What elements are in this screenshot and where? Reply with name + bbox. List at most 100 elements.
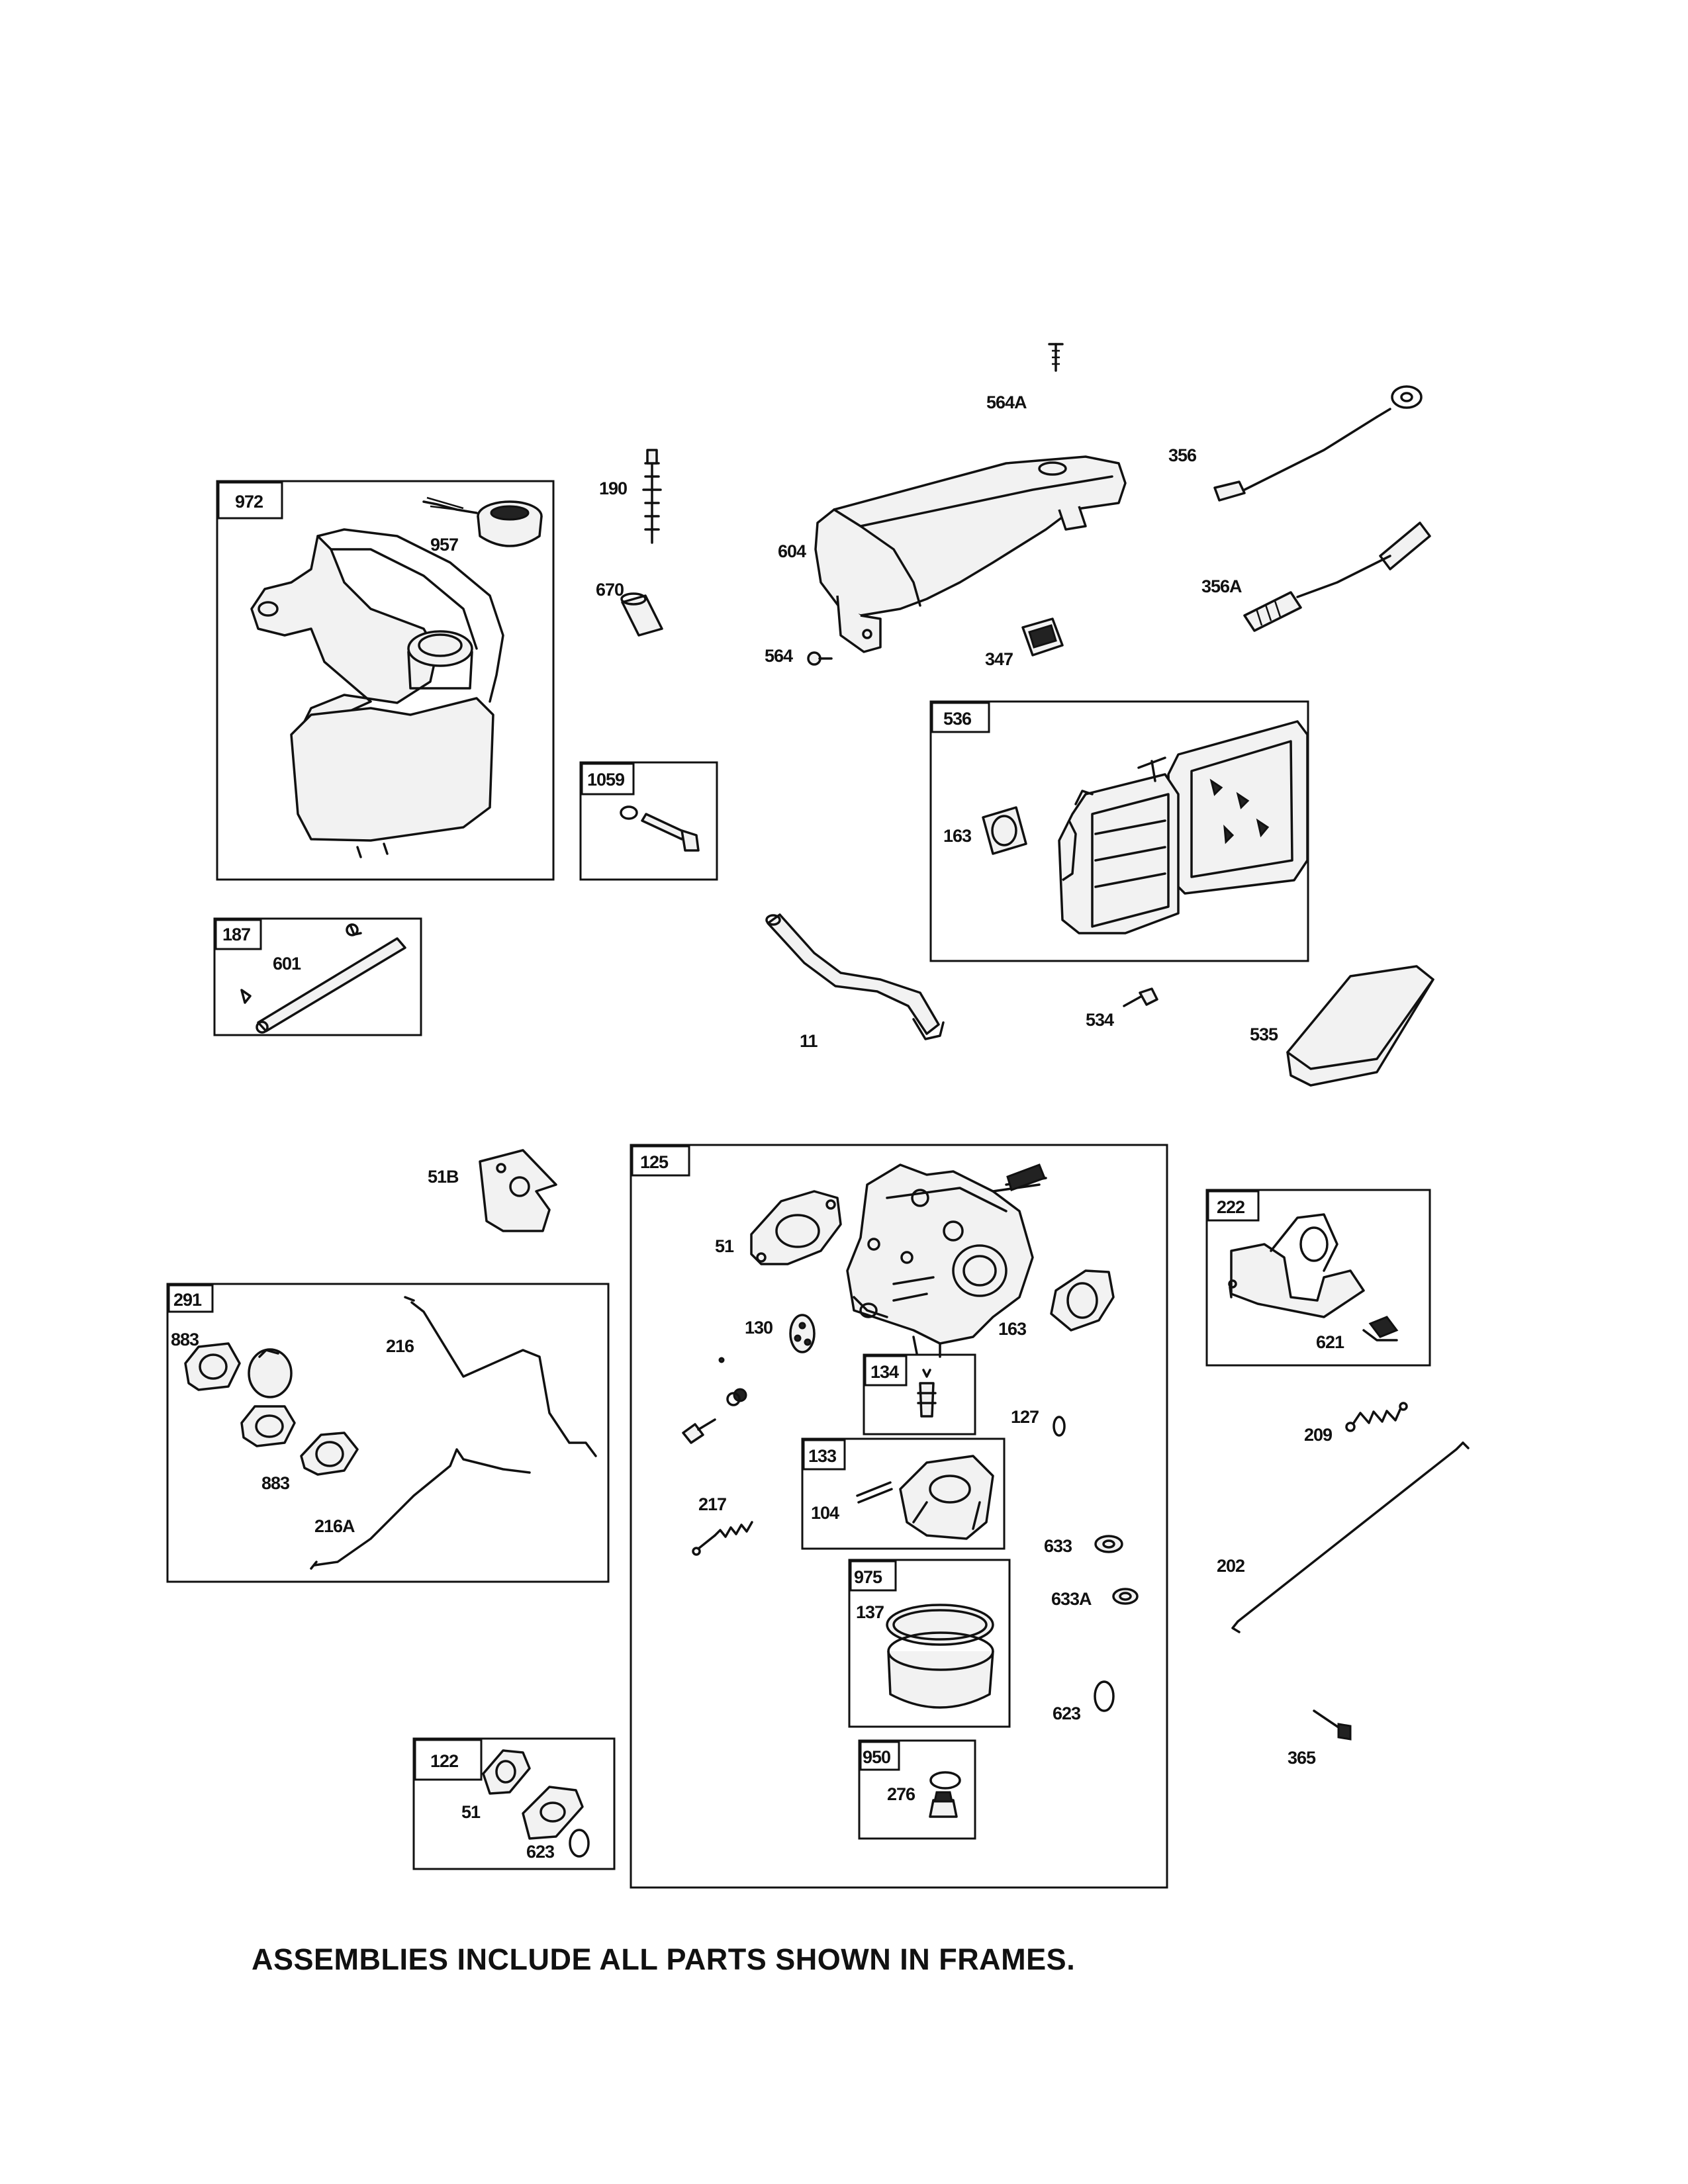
fuel-line-illustration: [240, 923, 406, 1034]
frame-label-536: 536: [943, 709, 972, 729]
part-label-216: 216: [386, 1336, 414, 1356]
fuel-tank-illustration: [250, 528, 504, 858]
part-label-216A: 216A: [314, 1516, 355, 1536]
spring-217-illustration: [692, 1521, 753, 1556]
gasket-163-upper-illustration: [982, 806, 1027, 855]
washer-633-illustration: [1094, 1535, 1123, 1553]
part-label-276: 276: [887, 1784, 915, 1804]
wire-356A-illustration: [1243, 522, 1431, 632]
clip-127-illustration: [1053, 1416, 1066, 1437]
frame-950: 950: [858, 1739, 976, 1840]
part-label-883-upper: 883: [171, 1330, 199, 1349]
frame-label-122: 122: [430, 1751, 458, 1771]
bowl-nut-illustration: [929, 1771, 961, 1818]
part-label-104: 104: [811, 1503, 839, 1523]
switch-illustration: [1021, 617, 1064, 657]
breather-tube-illustration: [765, 913, 945, 1040]
part-label-365: 365: [1288, 1748, 1316, 1768]
carburetor-illustration: [846, 1163, 1047, 1358]
part-label-137: 137: [856, 1602, 884, 1622]
part-label-51-carb: 51: [715, 1236, 734, 1256]
air-filter-illustration: [1286, 965, 1434, 1087]
screw-365-illustration: [1313, 1709, 1352, 1741]
screw-564A-illustration: [1048, 343, 1064, 372]
spring-209-illustration: [1345, 1402, 1408, 1432]
part-label-633A: 633A: [1051, 1589, 1092, 1609]
part-label-670: 670: [596, 580, 624, 600]
screw-534-illustration: [1123, 987, 1158, 1007]
frame-label-134: 134: [870, 1362, 899, 1382]
part-label-601: 601: [273, 954, 301, 974]
frame-label-950: 950: [863, 1747, 890, 1767]
ground-wire-illustration: [1213, 385, 1423, 502]
control-bracket-illustration: [1228, 1213, 1399, 1342]
stud-illustration: [642, 449, 662, 544]
part-label-202: 202: [1217, 1556, 1244, 1576]
frame-187: 187: [213, 917, 422, 1036]
part-label-51-122: 51: [461, 1802, 481, 1822]
part-label-347: 347: [985, 649, 1013, 669]
part-label-883-lower: 883: [261, 1473, 290, 1493]
carb-screws-illustration: [682, 1357, 747, 1444]
part-label-209: 209: [1304, 1425, 1333, 1445]
part-label-604: 604: [778, 541, 806, 561]
part-label-356A: 356A: [1201, 576, 1242, 596]
governor-rod-illustration: [1231, 1441, 1470, 1633]
frame-label-187: 187: [222, 925, 250, 944]
part-label-633: 633: [1044, 1536, 1072, 1556]
frame-1059: 1059: [579, 761, 718, 881]
part-label-564A: 564A: [986, 392, 1027, 412]
part-label-356: 356: [1168, 445, 1197, 465]
part-label-957: 957: [430, 535, 458, 555]
needle-valve-illustration: [917, 1369, 937, 1418]
part-label-11: 11: [800, 1031, 818, 1051]
washer-633A-illustration: [1112, 1588, 1139, 1605]
part-label-623-122: 623: [526, 1842, 555, 1862]
frame-291: 291: [166, 1283, 610, 1583]
float-bowl-illustration: [886, 1604, 994, 1709]
assemblies-note: ASSEMBLIES INCLUDE ALL PARTS SHOWN IN FR…: [252, 1942, 1076, 1976]
frame-label-133: 133: [808, 1446, 837, 1466]
frame-222: 222: [1205, 1189, 1431, 1367]
spacer-illustration: [620, 592, 663, 637]
part-label-564: 564: [765, 646, 793, 666]
frame-122: 122: [412, 1737, 616, 1870]
blower-housing-illustration: [814, 455, 1127, 653]
part-label-534: 534: [1086, 1010, 1114, 1030]
plate-130-illustration: [789, 1314, 816, 1353]
frame-125: 125: [630, 1144, 1168, 1889]
part-label-190: 190: [599, 478, 627, 498]
frame-972: 972: [216, 480, 555, 881]
frame-label-222: 222: [1217, 1197, 1244, 1217]
gasket-51-carb-illustration: [750, 1190, 842, 1265]
part-label-163-carb: 163: [998, 1319, 1027, 1339]
frame-label-125: 125: [640, 1152, 669, 1172]
gasket-51B-illustration: [479, 1149, 557, 1232]
part-label-535: 535: [1250, 1024, 1278, 1044]
part-label-127: 127: [1011, 1407, 1039, 1427]
fuel-cap-illustration: [422, 496, 543, 547]
air-cleaner-illustration: [1058, 720, 1309, 934]
screw-564-illustration: [807, 651, 833, 666]
part-label-217: 217: [698, 1494, 726, 1514]
frame-536: 536: [929, 700, 1309, 962]
frame-975: 975: [848, 1559, 1011, 1728]
part-label-130: 130: [745, 1318, 773, 1338]
oring-623-carb-illustration: [1094, 1680, 1115, 1712]
part-label-623-carb: 623: [1053, 1704, 1081, 1723]
part-label-163-air: 163: [943, 826, 972, 846]
frame-133: 133: [801, 1437, 1006, 1550]
frame-label-1059: 1059: [587, 770, 625, 790]
gasket-163-carb-illustration: [1050, 1269, 1115, 1332]
part-label-51B: 51B: [428, 1167, 459, 1187]
frame-label-972: 972: [235, 492, 263, 512]
intake-parts-291-illustration: [184, 1296, 597, 1570]
bolt-1059-illustration: [620, 805, 700, 852]
frame-label-291: 291: [173, 1290, 202, 1310]
frame-label-975: 975: [854, 1567, 882, 1587]
part-label-621: 621: [1316, 1332, 1344, 1352]
frame-134: 134: [863, 1353, 976, 1435]
float-illustration: [856, 1455, 994, 1540]
intake-parts-122-illustration: [482, 1749, 590, 1858]
